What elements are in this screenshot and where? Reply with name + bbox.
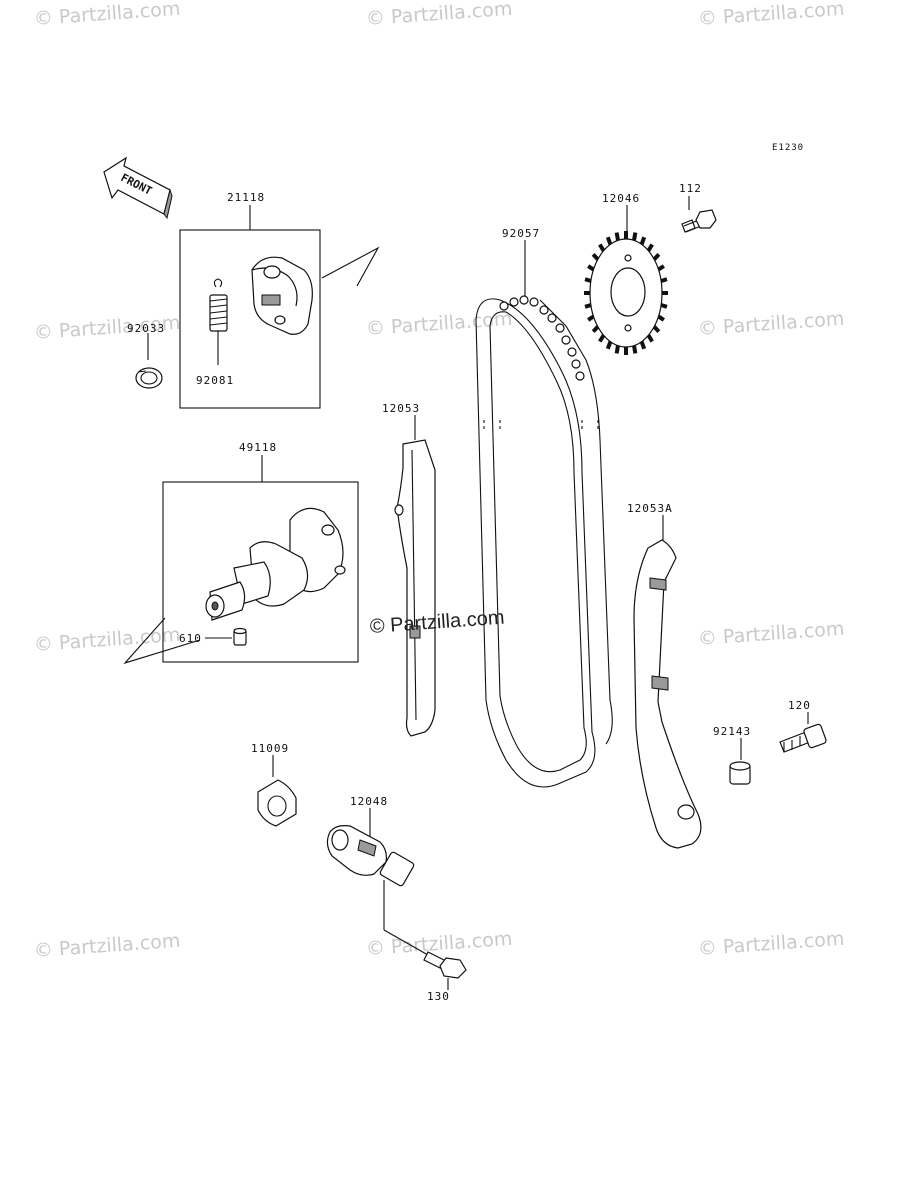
sprocket-tooth [598, 334, 606, 343]
sprocket-tooth [657, 264, 665, 272]
sprocket-tooth [584, 303, 592, 309]
part-label-12048[interactable]: 12048 [350, 795, 389, 808]
chain-link-row [499, 295, 585, 381]
bolt-112-drawing [681, 196, 717, 233]
cam-chain-92057-drawing [475, 240, 613, 788]
gasket-11009-drawing [257, 755, 297, 827]
part-label-12053[interactable]: 12053 [382, 402, 421, 415]
part-label-92033[interactable]: 92033 [127, 322, 166, 335]
assembly-box-21118 [179, 205, 380, 409]
part-label-12046[interactable]: 12046 [602, 192, 641, 205]
part-label-610[interactable]: 610 [179, 632, 202, 645]
sprocket-tooth [660, 303, 668, 309]
sprocket-tooth [657, 314, 665, 322]
part-label-12053A[interactable]: 12053A [627, 502, 673, 515]
sprocket-tooth [587, 264, 595, 272]
sprocket-tooth [639, 340, 647, 350]
sprocket-tooth [587, 314, 595, 322]
front-arrow [103, 156, 173, 220]
cam-weight-drawing [251, 256, 313, 335]
bolt-130-drawing [423, 951, 467, 990]
sprocket-tooth [660, 277, 668, 283]
sprocket-tooth [605, 340, 613, 350]
sprocket-12046-drawing [584, 205, 668, 355]
part-label-130[interactable]: 130 [427, 990, 450, 1003]
bolt-120-drawing [779, 712, 827, 753]
sprocket-tooth [605, 236, 613, 246]
part-label-112[interactable]: 112 [679, 182, 702, 195]
sprocket-tooth [652, 325, 661, 334]
collar-92143-drawing [729, 738, 751, 785]
part-label-92081[interactable]: 92081 [196, 374, 235, 387]
sprocket-tooth [584, 277, 592, 283]
sprocket-tooth [614, 232, 620, 241]
part-label-120[interactable]: 120 [788, 699, 811, 712]
camshaft-drawing [205, 507, 346, 621]
sprocket-tooth [652, 252, 661, 261]
tensioner-12048-drawing [326, 808, 429, 956]
circlip-92033-drawing [135, 333, 163, 389]
sprocket-tooth [646, 334, 654, 343]
sprocket-tooth [614, 345, 620, 354]
part-label-21118[interactable]: 21118 [227, 191, 266, 204]
part-label-92057[interactable]: 92057 [502, 227, 541, 240]
sprocket-tooth [639, 236, 647, 246]
part-label-11009[interactable]: 11009 [251, 742, 290, 755]
sprocket-tooth [646, 243, 654, 252]
part-label-92143[interactable]: 92143 [713, 725, 752, 738]
pin-610-drawing [205, 627, 247, 646]
spring-92081-drawing [209, 278, 228, 365]
sprocket-tooth [591, 325, 600, 334]
sprocket-tooth [591, 252, 600, 261]
chain-guide-12053A-drawing [633, 515, 702, 849]
diagram-code: E1230 [772, 143, 805, 153]
sprocket-tooth [632, 232, 638, 241]
sprocket-tooth [632, 345, 638, 354]
part-label-49118[interactable]: 49118 [239, 441, 278, 454]
chain-guide-12053-drawing [394, 415, 436, 737]
sprocket-tooth [598, 243, 606, 252]
assembly-box-49118 [123, 455, 359, 665]
